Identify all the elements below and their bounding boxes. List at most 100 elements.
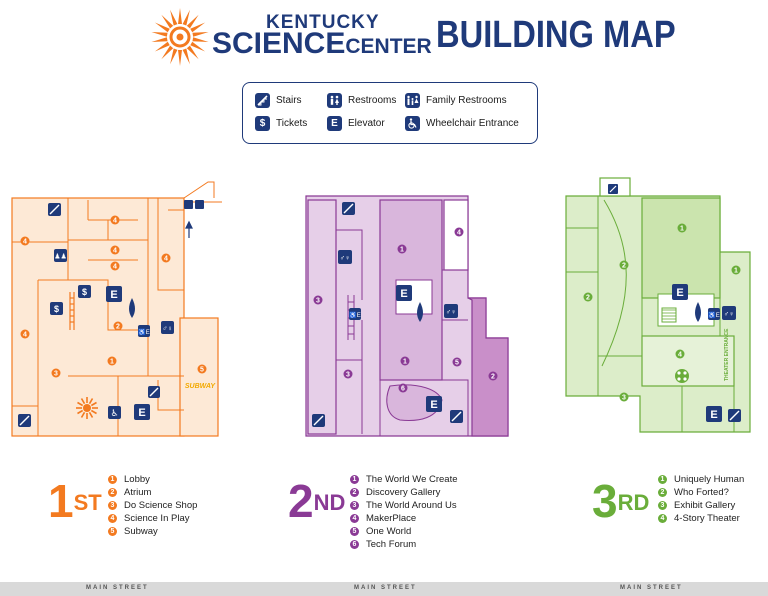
room-marker (619, 260, 629, 270)
floor-1-subway-area (179, 317, 219, 437)
room-marker (107, 356, 117, 366)
svg-text:6: 6 (401, 386, 405, 393)
floor-1-suffix: ST (73, 490, 102, 515)
room-marker (454, 227, 464, 237)
svg-text:4: 4 (457, 230, 461, 237)
elevator-icon (134, 404, 150, 420)
legend-item-tickets: $ Tickets (255, 116, 307, 131)
room-marker: 1 (658, 475, 667, 484)
room-marker (20, 236, 30, 246)
room-name: Subway (124, 526, 158, 537)
room-name: Uniquely Human (674, 474, 745, 485)
stairs-icon (184, 200, 193, 209)
room-name: 4-Story Theater (674, 513, 740, 524)
legend-label: Family Restrooms (426, 95, 507, 106)
svg-text:2: 2 (116, 324, 120, 331)
room-marker (731, 265, 741, 275)
main-street-bar: MAIN STREET MAIN STREET MAIN STREET (0, 582, 768, 596)
room-marker (452, 357, 462, 367)
legend-label: Stairs (276, 95, 302, 106)
svg-text:3: 3 (54, 371, 58, 378)
room-marker: 3 (658, 501, 667, 510)
atrium-feature (695, 302, 701, 322)
svg-text:E: E (676, 287, 683, 299)
list-item: 1 Uniquely Human (658, 473, 744, 486)
room-marker (110, 215, 120, 225)
room-name: Discovery Gallery (366, 487, 441, 498)
room-marker (20, 329, 30, 339)
svg-text:♿E: ♿E (138, 328, 149, 336)
svg-text:3: 3 (346, 372, 350, 379)
svg-text:4: 4 (113, 218, 117, 225)
floor-3-number: 3RD (592, 475, 650, 527)
room-name: The World Around Us (366, 500, 457, 511)
legend-item-stairs: Stairs (255, 93, 302, 108)
floor-2-number: 2ND (288, 475, 346, 527)
room-name: Lobby (124, 474, 150, 485)
wheelchair-icon (195, 200, 204, 209)
room-name: One World (366, 526, 412, 537)
room-marker (51, 368, 61, 378)
wheelchair-icon (349, 308, 361, 320)
room-marker (675, 349, 685, 359)
floor-2-map: 1 4 3 1 5 3 2 6 ♂♀ E ♿E ♂♀ E (305, 195, 509, 437)
legend-label: Wheelchair Entrance (426, 118, 519, 129)
room-name: Do Science Shop (124, 500, 198, 511)
legend-item-restrooms: Restrooms (327, 93, 396, 108)
restrooms-icon (161, 321, 174, 334)
svg-text:4: 4 (23, 239, 27, 246)
svg-text:E: E (138, 407, 145, 419)
wheelchair-icon (108, 406, 121, 419)
room-name: Tech Forum (366, 539, 417, 550)
svg-text:♿: ♿ (110, 409, 118, 419)
floor-3-uniquely-human (641, 197, 721, 299)
room-marker (619, 392, 629, 402)
elevator-icon (706, 406, 722, 422)
svg-text:5: 5 (455, 360, 459, 367)
floor-3-suffix: RD (617, 490, 650, 515)
svg-text:♂♀: ♂♀ (162, 326, 173, 333)
atrium-feature (129, 298, 135, 318)
theater-entrance-label: THEATER ENTRANCE (724, 328, 730, 381)
film-reel-icon (675, 369, 689, 383)
tickets-icon (50, 302, 63, 315)
family-restrooms-icon (405, 93, 420, 108)
room-name: Atrium (124, 487, 152, 498)
atrium-feature (417, 302, 423, 322)
svg-text:4: 4 (164, 256, 168, 263)
svg-text:$: $ (54, 304, 59, 314)
svg-text:4: 4 (113, 248, 117, 255)
room-name: Who Forted? (674, 487, 729, 498)
room-marker (400, 356, 410, 366)
street-label: MAIN STREET (86, 585, 149, 591)
svg-text:♂♀: ♂♀ (340, 255, 351, 262)
svg-text:$: $ (82, 287, 87, 297)
floor-1-number: 1ST (48, 475, 102, 527)
room-marker (110, 245, 120, 255)
wheelchair-icon (138, 325, 150, 337)
svg-text:1: 1 (110, 359, 114, 366)
wheelchair-icon (708, 308, 720, 320)
legend-label: Tickets (276, 118, 308, 129)
svg-text:4: 4 (113, 264, 117, 271)
restrooms-icon (338, 250, 352, 264)
list-item: 6 Tech Forum (350, 538, 458, 551)
brand-line1: KENTUCKY (266, 12, 380, 33)
elevator-icon (672, 284, 688, 300)
svg-text:2: 2 (586, 295, 590, 302)
svg-text:E: E (430, 399, 437, 411)
room-marker: 6 (350, 540, 359, 549)
svg-text:1: 1 (680, 226, 684, 233)
room-marker (343, 369, 353, 379)
